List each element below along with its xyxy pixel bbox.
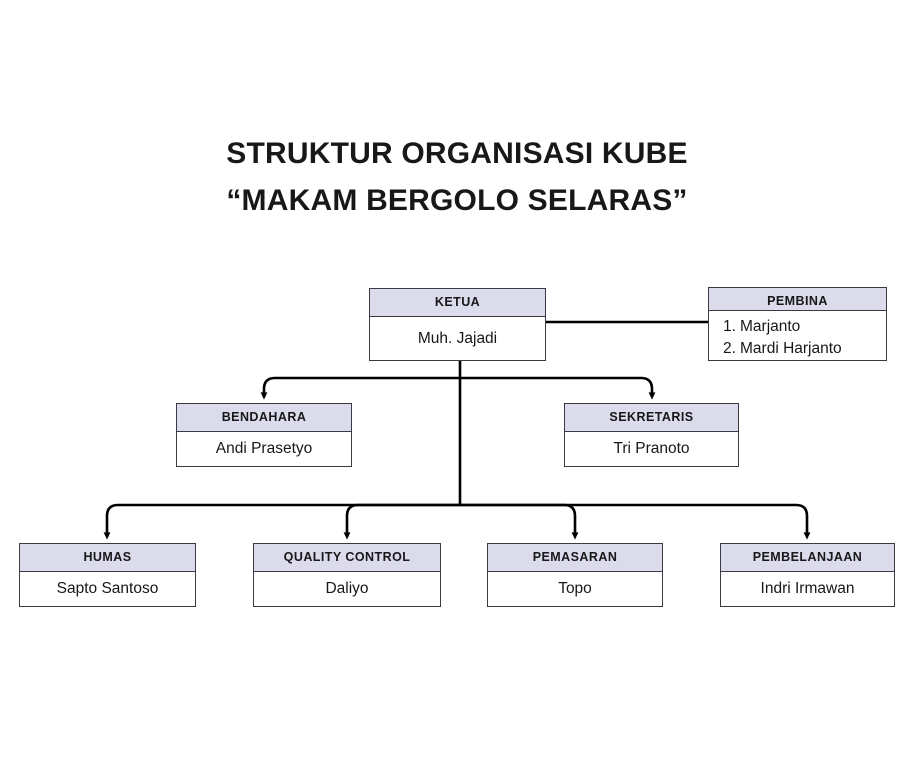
page-title: STRUKTUR ORGANISASI KUBE “MAKAM BERGOLO … (0, 130, 914, 224)
edge-ketua-humas (103, 503, 460, 540)
list-item: 2.Mardi Harjanto (723, 338, 886, 360)
list-item-number: 2. (723, 340, 736, 357)
edge-ketua-sekretaris (460, 376, 656, 400)
list-item-label: Marjanto (740, 318, 801, 335)
list-item-number: 1. (723, 318, 736, 335)
node-quality-control-name: Daliyo (325, 580, 369, 597)
edge-ketua-pembelanjaan (460, 503, 811, 540)
node-pembina-role: PEMBINA (709, 288, 886, 311)
node-pembina-name-list: 1.Marjanto 2.Mardi Harjanto (709, 311, 886, 360)
node-pembelanjaan[interactable]: PEMBELANJAAN Indri Irmawan (720, 543, 895, 607)
node-pemasaran-role: PEMASARAN (488, 544, 662, 572)
node-pembelanjaan-name: Indri Irmawan (760, 580, 855, 597)
page-title-line-1: STRUKTUR ORGANISASI KUBE (226, 137, 688, 170)
node-pemasaran-name: Topo (558, 580, 592, 597)
node-pembelanjaan-role: PEMBELANJAAN (721, 544, 894, 572)
node-humas[interactable]: HUMAS Sapto Santoso (19, 543, 196, 607)
list-item-label: Mardi Harjanto (740, 340, 842, 357)
node-sekretaris-name: Tri Pranoto (613, 440, 690, 457)
page-title-line-2: “MAKAM BERGOLO SELARAS” (226, 184, 688, 217)
edge-ketua-quality-control (343, 503, 460, 540)
edge-ketua-bendahara (260, 376, 460, 400)
node-quality-control-role: QUALITY CONTROL (254, 544, 440, 572)
node-pemasaran[interactable]: PEMASARAN Topo (487, 543, 663, 607)
node-sekretaris-role: SEKRETARIS (565, 404, 738, 432)
node-sekretaris[interactable]: SEKRETARIS Tri Pranoto (564, 403, 739, 467)
list-item: 1.Marjanto (723, 316, 886, 338)
node-humas-name: Sapto Santoso (56, 580, 159, 597)
edge-ketua-pemasaran (460, 503, 579, 540)
node-quality-control[interactable]: QUALITY CONTROL Daliyo (253, 543, 441, 607)
node-humas-role: HUMAS (20, 544, 195, 572)
node-bendahara-name: Andi Prasetyo (215, 440, 313, 457)
node-ketua[interactable]: KETUA Muh. Jajadi (369, 288, 546, 361)
node-bendahara[interactable]: BENDAHARA Andi Prasetyo (176, 403, 352, 467)
node-ketua-name: Muh. Jajadi (417, 329, 498, 347)
node-pembina[interactable]: PEMBINA 1.Marjanto 2.Mardi Harjanto (708, 287, 887, 361)
node-bendahara-role: BENDAHARA (177, 404, 351, 432)
node-ketua-role: KETUA (370, 289, 545, 317)
